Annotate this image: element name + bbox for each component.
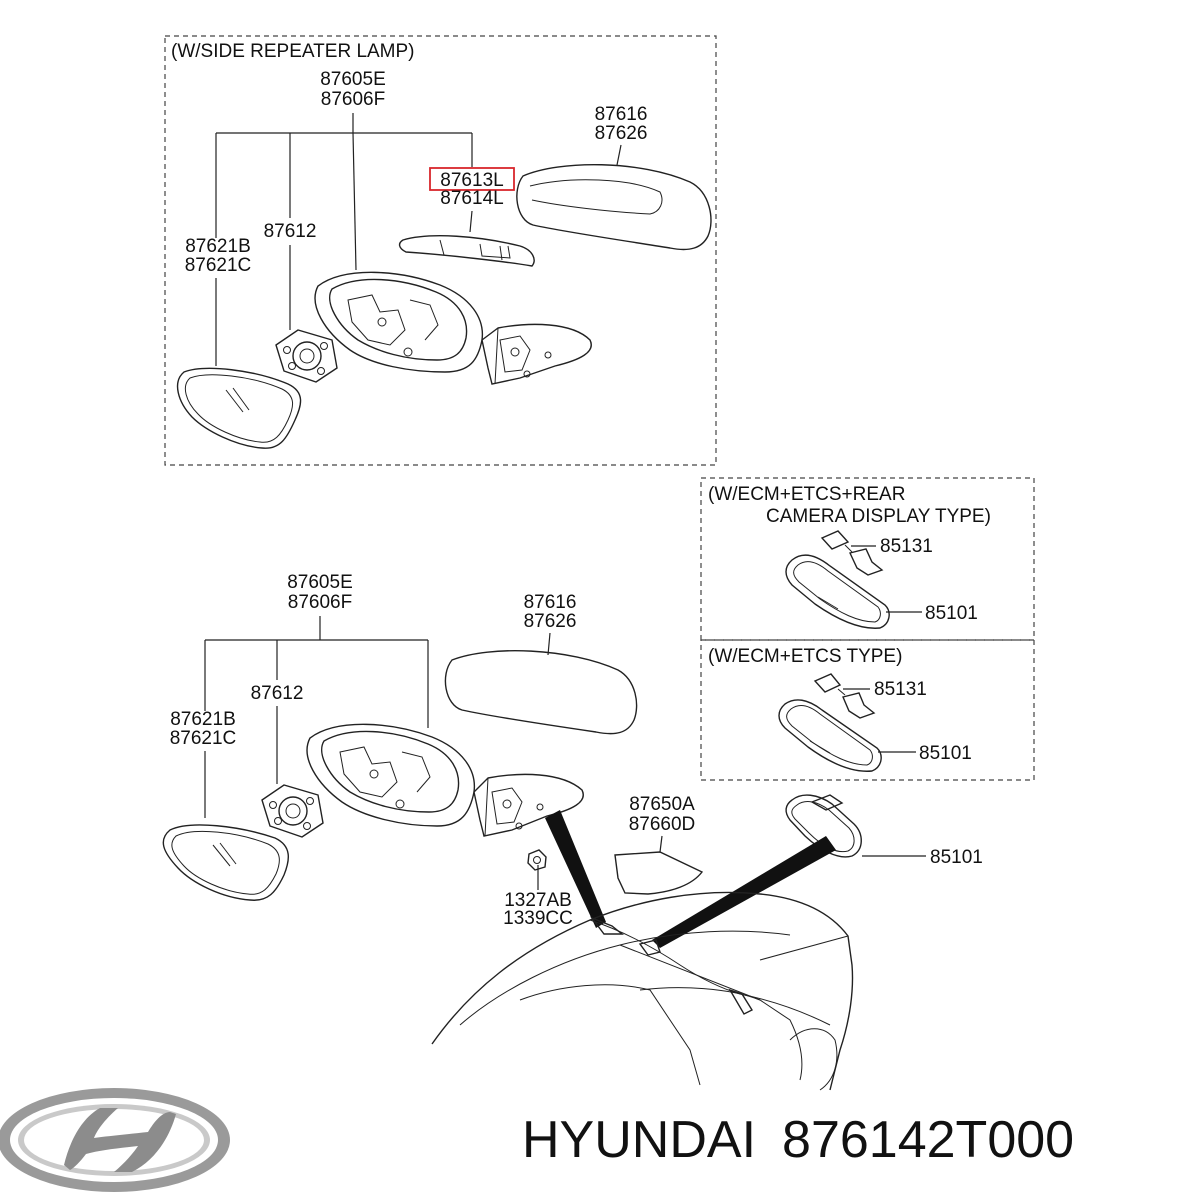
rear2-bracket-label: 85131 <box>874 679 927 700</box>
bot-glass-label-b: 87621C <box>170 728 237 749</box>
bot-cover-label-a: 87616 <box>524 592 577 613</box>
bottom-leader-lines <box>204 616 926 890</box>
rear2-bracket <box>813 673 876 719</box>
rear1-bracket <box>820 530 884 576</box>
rear1-bracket-label: 85131 <box>880 536 933 557</box>
top-lamp-label-b: 87614L <box>440 188 503 209</box>
car-outline <box>431 891 854 1091</box>
top-actuator-label: 87612 <box>264 221 317 242</box>
hyundai-logo-icon <box>0 1088 230 1192</box>
part-number: 876142T000 <box>782 1111 1075 1169</box>
rear2-mirror <box>778 699 882 772</box>
outer-mirror-location-band <box>545 810 606 928</box>
bot-cover-label-b: 87626 <box>524 611 577 632</box>
top-mirror-cover <box>516 164 712 251</box>
ecm-etcs-rear-title-line2: CAMERA DISPLAY TYPE) <box>766 506 991 527</box>
top-cover-label-a: 87616 <box>595 104 648 125</box>
bot-inner-mirror-label: 85101 <box>930 847 983 868</box>
bot-mirror-glass <box>162 824 289 901</box>
ecm-etcs-title: (W/ECM+ETCS TYPE) <box>708 646 902 667</box>
bot-inner-mirror <box>785 794 862 858</box>
bot-nut-label-a: 1327AB <box>504 890 572 911</box>
rear1-mirror-label: 85101 <box>925 603 978 624</box>
top-mirror-actuator <box>275 329 338 383</box>
bot-actuator-label: 87612 <box>251 683 304 704</box>
top-glass-label-a: 87621B <box>185 236 251 257</box>
top-housing-label-b: 87606F <box>321 89 385 110</box>
ecm-etcs-section-frame <box>700 639 1035 781</box>
side-repeater-section-title: (W/SIDE REPEATER LAMP) <box>171 41 415 62</box>
bot-trim-label-a: 87650A <box>629 794 695 815</box>
top-leader-lines <box>215 113 622 366</box>
ecm-etcs-rear-title-line1: (W/ECM+ETCS+REAR <box>708 484 905 505</box>
bot-mirror-cover <box>444 650 638 735</box>
bot-nut-label-b: 1339CC <box>503 908 573 929</box>
bot-housing-label-a: 87605E <box>287 572 353 593</box>
bot-trim-cover <box>614 851 704 895</box>
bot-mirror-housing <box>306 723 584 837</box>
bot-glass-label-a: 87621B <box>170 709 236 730</box>
top-glass-label-b: 87621C <box>185 255 252 276</box>
top-mirror-housing <box>314 271 592 385</box>
bot-housing-label-b: 87606F <box>288 592 352 613</box>
top-lamp-label-a: 87613L <box>440 170 503 191</box>
highlight-box <box>429 167 515 191</box>
brand-caption: HYUNDAI 876142T000 <box>522 1108 1192 1172</box>
top-housing-label-a: 87605E <box>320 69 386 90</box>
bot-trim-label-b: 87660D <box>629 814 696 835</box>
inner-mirror-location-band <box>652 836 836 948</box>
rear1-mirror <box>785 554 890 629</box>
brand-name: HYUNDAI <box>522 1111 757 1169</box>
top-mirror-glass <box>176 367 302 449</box>
top-cover-label-b: 87626 <box>595 123 648 144</box>
bot-mirror-nut <box>527 849 547 871</box>
side-repeater-section-frame <box>164 35 717 466</box>
top-side-repeater-lamp <box>398 235 535 267</box>
bot-mirror-actuator <box>261 784 324 838</box>
rear2-mirror-label: 85101 <box>919 743 972 764</box>
